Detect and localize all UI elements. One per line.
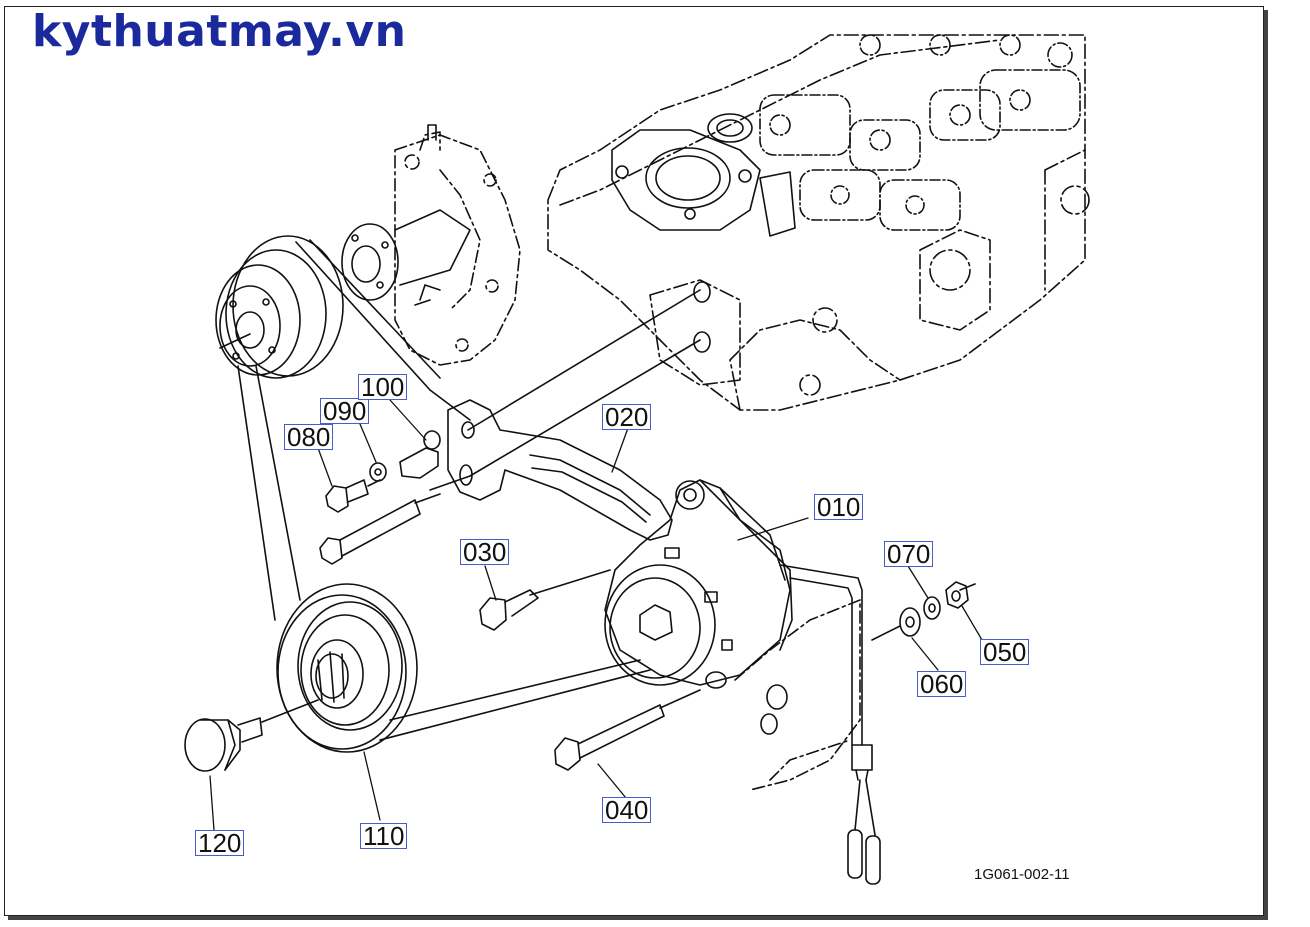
water-pump-shaft <box>341 124 471 306</box>
nut-050 <box>945 581 969 609</box>
washer-100 <box>399 430 441 479</box>
lower-mount-hole-2 <box>760 713 778 735</box>
lower-mount <box>734 599 861 791</box>
part-label-100[interactable]: 100 <box>358 374 408 400</box>
part-label-110[interactable]: 110 <box>360 823 408 849</box>
frame-shadow-bottom <box>8 916 1268 920</box>
drawing-code: 1G061-002-11 <box>974 866 1070 883</box>
cylinder-head <box>547 34 1090 411</box>
washer-060 <box>899 607 921 637</box>
part-label-020[interactable]: 020 <box>602 404 652 430</box>
mount-line-bolt <box>429 475 471 491</box>
part-label-120[interactable]: 120 <box>195 830 245 856</box>
water-pump <box>394 131 521 366</box>
frame-shadow-right <box>1264 10 1268 918</box>
mount-line-top <box>467 289 701 431</box>
bolt-040 <box>554 689 701 771</box>
part-label-080[interactable]: 080 <box>284 424 334 450</box>
part-label-030[interactable]: 030 <box>460 539 510 565</box>
stud-line <box>871 625 901 641</box>
alternator <box>604 479 793 689</box>
bolt-080 <box>325 479 381 513</box>
part-label-070[interactable]: 070 <box>884 541 934 567</box>
part-label-060[interactable]: 060 <box>917 671 967 697</box>
mount-line-bottom <box>469 339 701 477</box>
thermostat-housing <box>611 113 796 237</box>
washer-090 <box>369 462 387 482</box>
lower-mount-hole-1 <box>766 684 788 710</box>
diagram-frame <box>4 6 1264 916</box>
crank-pulley <box>276 583 418 753</box>
wiring-harness <box>779 564 881 885</box>
engine-bolt-hole-1 <box>693 281 711 303</box>
part-label-050[interactable]: 050 <box>980 639 1030 665</box>
crank-bolt <box>184 699 319 772</box>
stud-line-end <box>959 583 976 591</box>
lock-washer-070 <box>923 596 941 620</box>
leader-lines <box>209 399 983 831</box>
engine-bolt-hole-2 <box>693 331 711 353</box>
fan-pulley <box>215 235 344 379</box>
cylinder-head-ports <box>759 34 1081 231</box>
part-label-090[interactable]: 090 <box>320 398 370 424</box>
long-bolt <box>319 493 441 565</box>
bolt-030 <box>479 569 611 631</box>
v-belt <box>237 239 651 741</box>
part-label-010[interactable]: 010 <box>814 494 864 520</box>
brand-logo[interactable]: kythuatmay.vn <box>32 6 407 57</box>
part-label-040[interactable]: 040 <box>602 797 652 823</box>
